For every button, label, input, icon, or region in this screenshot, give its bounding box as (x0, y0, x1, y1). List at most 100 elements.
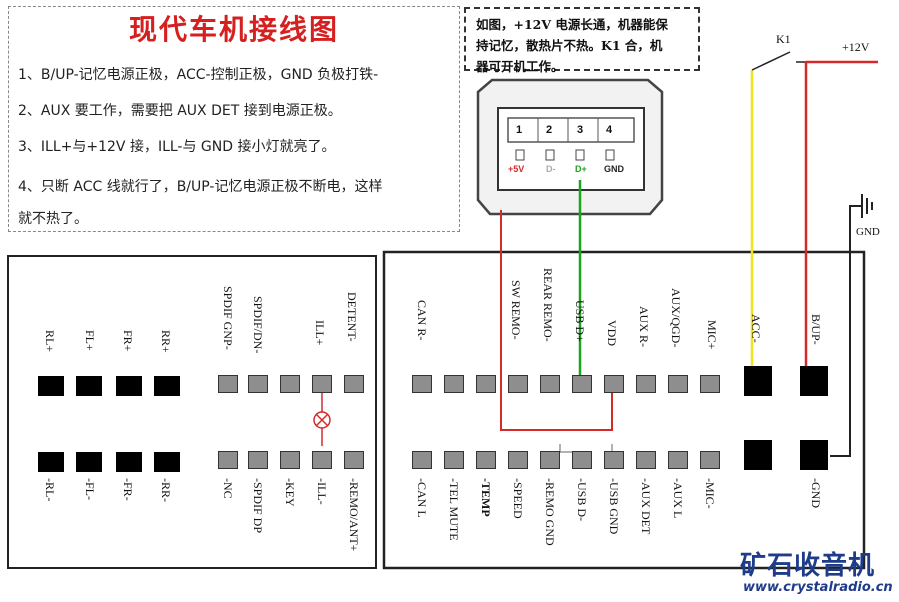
switch-k1-label: K1 (776, 32, 791, 46)
pin-label-temp: -TEMP (479, 478, 493, 517)
usb-sig-dplus: D+ (575, 164, 587, 174)
pin-label-ill-minus: -ILL- (315, 478, 329, 505)
pin-speed (508, 451, 528, 469)
usb-note-line-1: 如图，+12V 电源长通，机器能保 (476, 17, 668, 32)
pin-label-detent: DETENT- (345, 292, 359, 342)
pin-label-remo-gnd: -REMO GND (543, 478, 557, 546)
pin-mic-plus (700, 375, 720, 393)
note-line-1: 1、B/UP-记忆电源正极，ACC-控制正极，GND 负极打铁- (18, 67, 379, 83)
switch-k1 (751, 51, 791, 71)
pin-label-can-r: CAN R- (415, 300, 429, 341)
pin-spdif-dp (248, 451, 268, 469)
pin-remo-gnd (540, 451, 560, 469)
usb-sig-dminus: D- (546, 164, 556, 174)
pin-usb-dplus (572, 375, 592, 393)
pin-rear-remo (540, 375, 560, 393)
pin-acc (744, 366, 772, 396)
pin-fr-plus (116, 376, 142, 396)
pin-label-key: -KEY (283, 478, 297, 507)
pin-label-rear-remo: REAR REMO- (541, 268, 555, 342)
pin-gnd (800, 440, 828, 470)
pin-label-spdif-dp: -SPDIF DP (251, 478, 265, 534)
pin-rr-plus (154, 376, 180, 396)
usb-sig-5v: +5V (508, 164, 525, 174)
wire-usb-5v (500, 210, 613, 431)
pin-temp (476, 451, 496, 469)
usb-pin-2: 2 (546, 124, 553, 136)
ground-label: GND (856, 226, 880, 238)
pin-label-aux-qgd: AUX/QGD- (669, 288, 683, 348)
pin-label-mic-plus: MIC+ (705, 320, 719, 350)
pin-label-tel-mute: -TEL MUTE (447, 478, 461, 541)
pin-label-bup: B/UP- (809, 314, 823, 345)
usb-pin-4: 4 (606, 124, 613, 136)
pin-empty-3 (476, 375, 496, 393)
pin-usb-dminus (572, 451, 592, 469)
usb-pin-3: 3 (577, 124, 584, 136)
pin-label-aux-l: -AUX L (671, 478, 685, 519)
pin-mic-minus (700, 451, 720, 469)
pin-rr-minus (154, 452, 180, 472)
pin-nc (218, 451, 238, 469)
note-line-5: 就不热了。 (18, 211, 88, 227)
pin-aux-l (668, 451, 688, 469)
usb-pin-tab-2 (545, 149, 555, 161)
pin-label-vdd: VDD (605, 320, 619, 346)
pin-label-usb-gnd: -USB GND (607, 478, 621, 535)
usb-note-line-2: 持记忆，散热片不热。K1 合，机 (476, 38, 663, 53)
usb-note-line-3: 器可开机工作。 (476, 59, 564, 74)
pin-rl-plus (38, 376, 64, 396)
pin-label-fr-minus: -FR- (121, 478, 135, 501)
pin-label-ill-plus: ILL+ (313, 320, 327, 346)
pin-label-spdif-dn: SPDIF/DN- (251, 296, 265, 354)
pin-label-fl-plus: FL+ (83, 330, 97, 351)
usb-pin-bar (507, 117, 635, 143)
pin-ill-plus (312, 375, 332, 393)
note-line-3: 3、ILL+与+12V 接，ILL-与 GND 接小灯就亮了。 (18, 139, 336, 155)
right-connector-panel (382, 250, 866, 570)
pin-label-nc: -NC (221, 478, 235, 499)
pin-label-fr-plus: FR+ (121, 330, 135, 352)
pin-sw-remo (508, 375, 528, 393)
pin-ill-minus (312, 451, 332, 469)
pin-spdif-dn (248, 375, 268, 393)
watermark-brand: 矿石收音机 (740, 551, 876, 581)
pin-usb-gnd (604, 451, 624, 469)
pin-label-mic-minus: -MIC- (703, 478, 717, 509)
pin-label-rr-minus: -RR- (159, 478, 173, 502)
pin-aux-det (636, 451, 656, 469)
pin-can-r (412, 375, 432, 393)
pin-bup (800, 366, 828, 396)
note-line-2: 2、AUX 要工作，需要把 AUX DET 接到电源正极。 (18, 103, 342, 119)
pin-label-fl-minus: -FL- (83, 478, 97, 500)
usb-note-box: 如图，+12V 电源长通，机器能保 持记忆，散热片不热。K1 合，机 器可开机工… (464, 7, 700, 74)
usb-pin-tab-3 (575, 149, 585, 161)
pin-label-aux-r: AUX R- (637, 306, 651, 347)
pin-label-spdif-gnp: SPDIF GNP- (221, 286, 235, 350)
wire-gnd (830, 205, 862, 457)
pin-detent (344, 375, 364, 393)
supply-12v-label: +12V (842, 40, 870, 54)
diagram-title: 现代车机接线图 (128, 13, 339, 46)
pin-key (280, 451, 300, 469)
pin-vdd (604, 375, 624, 393)
pin-label-sw-remo: SW REMO- (509, 280, 523, 340)
usb-sig-gnd: GND (604, 164, 624, 174)
pin-aux-r (636, 375, 656, 393)
usb-pin-tab-1 (515, 149, 525, 161)
pin-label-rl-plus: RL+ (43, 330, 57, 353)
pin-label-gnd: -GND (809, 478, 823, 508)
watermark-url: www.crystalradio.cn (743, 580, 893, 595)
notes-box (8, 6, 460, 232)
pin-fl-plus (76, 376, 102, 396)
pin-fr-minus (116, 452, 142, 472)
pin-fl-minus (76, 452, 102, 472)
pin-empty-big (744, 440, 772, 470)
pin-label-can-l: -CAN L (415, 478, 429, 518)
pin-label-aux-det: -AUX DET (639, 478, 653, 535)
left-connector-panel (7, 255, 377, 569)
pin-spdif-gnp (218, 375, 238, 393)
usb-pin-1: 1 (516, 124, 523, 136)
pin-label-rl-minus: -RL- (43, 478, 57, 502)
